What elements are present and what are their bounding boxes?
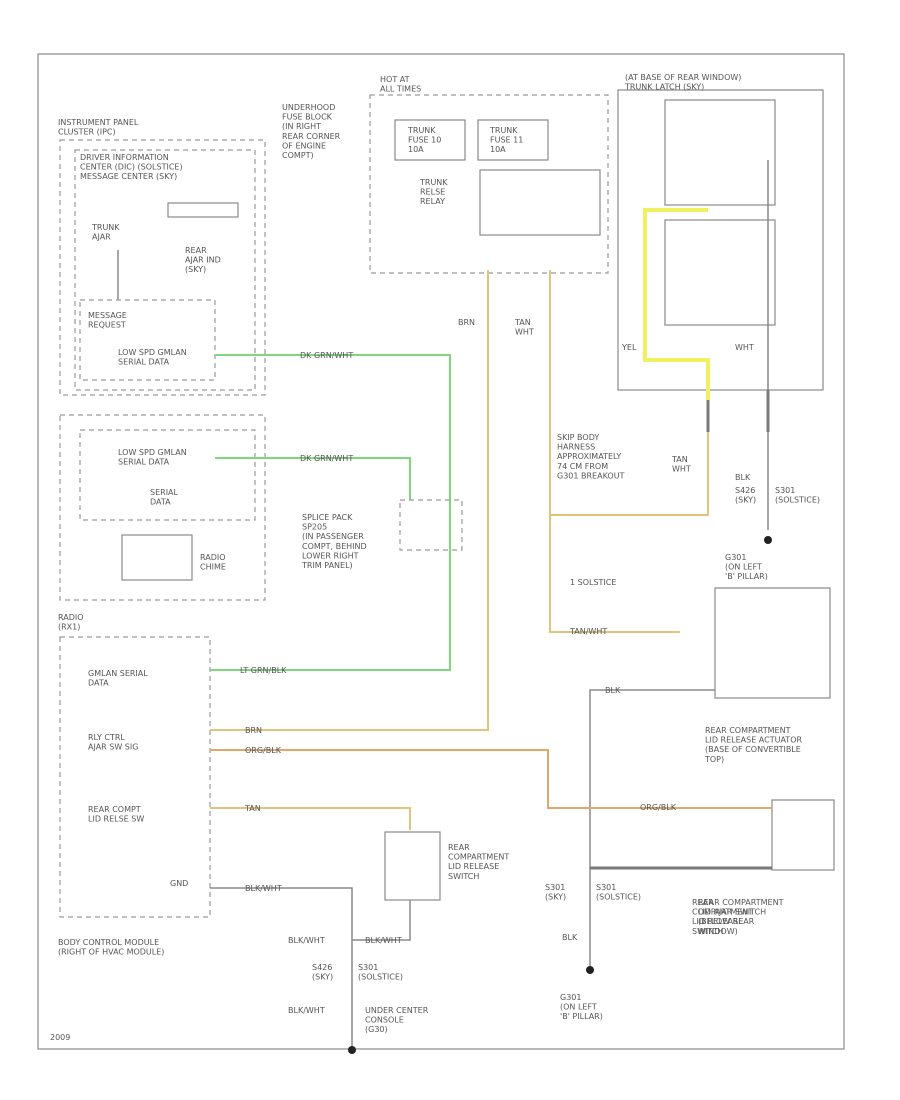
brown-wire bbox=[210, 270, 489, 731]
gnd-label: GND bbox=[170, 879, 188, 888]
latch-bottom bbox=[664, 219, 776, 326]
green-wire-2 bbox=[215, 457, 411, 500]
blk-wht-wire bbox=[210, 887, 353, 1050]
rear-ajar-indicator bbox=[167, 202, 239, 218]
s406-right-label: S301(SOLSTICE) bbox=[775, 486, 820, 505]
s402-bot-label: S301(SOLSTICE) bbox=[596, 883, 641, 902]
radio-chime-speaker bbox=[121, 534, 193, 581]
footer-label: 2009 bbox=[50, 1033, 70, 1042]
ground-under-console bbox=[348, 1046, 356, 1054]
blk-wht-label: BLK/WHT bbox=[245, 884, 282, 893]
rear-ajar-switch bbox=[771, 799, 835, 871]
yellow-wire bbox=[643, 208, 710, 400]
blk-wht-3-label: BLK/WHT bbox=[365, 936, 402, 945]
wht-label: WHT bbox=[735, 343, 754, 352]
rear-compt-actuator bbox=[714, 587, 831, 699]
tan-wht-wire-1 bbox=[550, 432, 709, 516]
blk-label-right: BLK bbox=[735, 473, 751, 482]
s426-left-label: S426(SKY) bbox=[312, 963, 333, 982]
radio-label: RADIO(RX1) bbox=[58, 613, 84, 632]
dk-grn-wht-2-label: DK GRN/WHT bbox=[300, 454, 353, 463]
latch-top bbox=[664, 99, 776, 206]
blk-wht-switch-wire bbox=[352, 900, 411, 941]
ground-g301-bottom bbox=[586, 966, 594, 974]
yel-label: YEL bbox=[621, 343, 637, 352]
bcm-box bbox=[59, 636, 211, 918]
orange-wire bbox=[210, 749, 772, 809]
org-blk-label: ORG/BLK bbox=[245, 746, 282, 755]
blk-actuator-label: BLK bbox=[605, 686, 621, 695]
rear-window-label: (AT BASE OF REAR WINDOW)TRUNK LATCH (SKY… bbox=[624, 73, 741, 92]
radio-gmlan-box bbox=[79, 429, 256, 521]
blk-wht-4-label: BLK/WHT bbox=[288, 1006, 325, 1015]
blk-bottom-label: BLK bbox=[562, 933, 578, 942]
tan-label: TAN bbox=[244, 804, 261, 813]
ground-g301-right bbox=[764, 536, 772, 544]
s406-left-label: S301(SOLSTICE) bbox=[358, 963, 403, 982]
bcm-label: BODY CONTROL MODULE(RIGHT OF HVAC MODULE… bbox=[58, 938, 164, 957]
underhood-fuse-box bbox=[369, 94, 609, 274]
solstice-label: 1 SOLSTICE bbox=[570, 578, 616, 587]
rear-window-box bbox=[617, 89, 824, 391]
s401-bot-label: S301(SKY) bbox=[545, 883, 566, 902]
tan-wht-2-label: TAN/WHT bbox=[569, 627, 607, 636]
message-request-box bbox=[79, 299, 216, 381]
rear-compt-release-switch bbox=[384, 831, 441, 901]
tan-wht-wire-2 bbox=[549, 270, 680, 633]
org-blk-right-label: ORG/BLK bbox=[640, 803, 677, 812]
radio-chime-outer bbox=[59, 414, 266, 601]
trunk-fuse-10 bbox=[394, 119, 466, 161]
brn-label: BRN bbox=[458, 318, 475, 327]
blk-wht-2-label: BLK/WHT bbox=[288, 936, 325, 945]
tan-wire bbox=[210, 807, 411, 830]
g401-pillar-label: G301(ON LEFT'B' PILLAR) bbox=[560, 993, 603, 1021]
trunk-relay-box bbox=[479, 169, 601, 236]
g301-pillar-label: G301(ON LEFT'B' PILLAR) bbox=[725, 553, 768, 581]
green-wire-1 bbox=[210, 354, 451, 671]
splice-pack bbox=[399, 499, 463, 551]
brn-bcm-label: BRN bbox=[245, 726, 262, 735]
diagram-frame bbox=[37, 53, 845, 1050]
lt-grn-blk-label: LT GRN/BLK bbox=[240, 666, 287, 675]
s426-right-label: S426(SKY) bbox=[735, 486, 756, 505]
instrument-panel-box bbox=[59, 139, 266, 396]
dk-grn-wht-1-label: DK GRN/WHT bbox=[300, 351, 353, 360]
dic-box bbox=[74, 149, 256, 391]
trunk-fuse-11 bbox=[477, 119, 549, 161]
